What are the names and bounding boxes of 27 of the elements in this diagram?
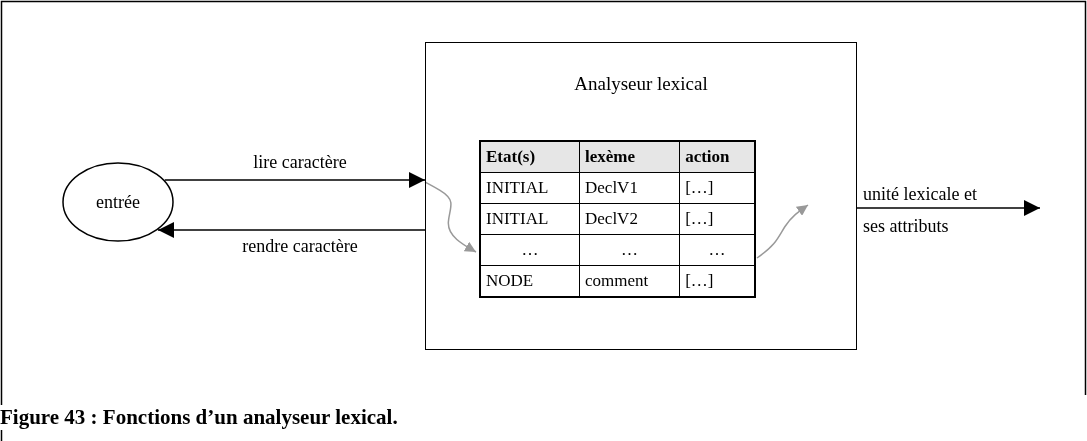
arrow [157, 222, 426, 238]
table-cell: comment [579, 265, 680, 297]
arrow [756, 204, 809, 259]
token-table [479, 140, 756, 299]
table-cell: INITIAL [480, 203, 580, 235]
table-cell: DeclV2 [579, 203, 680, 235]
table-cell: DeclV1 [579, 172, 680, 204]
arrow [856, 200, 1041, 216]
analyzer-box [425, 42, 857, 350]
table-cell: NODE [480, 265, 580, 297]
table-cell: […] [679, 203, 755, 235]
box-title: Analyseur lexical [574, 73, 708, 94]
table-cell: … [579, 234, 680, 266]
column-header: lexème [579, 141, 680, 173]
table-cell: INITIAL [480, 172, 580, 204]
column-header: action [679, 141, 755, 173]
input-ellipse [62, 162, 174, 242]
edge-label: unité lexicale et ses attributs [863, 183, 978, 238]
column-header: Etat(s) [480, 141, 580, 173]
node-label: entrée [96, 191, 140, 213]
arrow [164, 172, 426, 188]
table-cell: […] [679, 265, 755, 297]
arrow [424, 181, 477, 253]
table-cell: … [480, 234, 580, 266]
figure-caption: Figure 43 : Fonctions d’un analyseur lexical. [0, 405, 398, 430]
table-cell: … [679, 234, 755, 266]
table-cell: […] [679, 172, 755, 204]
